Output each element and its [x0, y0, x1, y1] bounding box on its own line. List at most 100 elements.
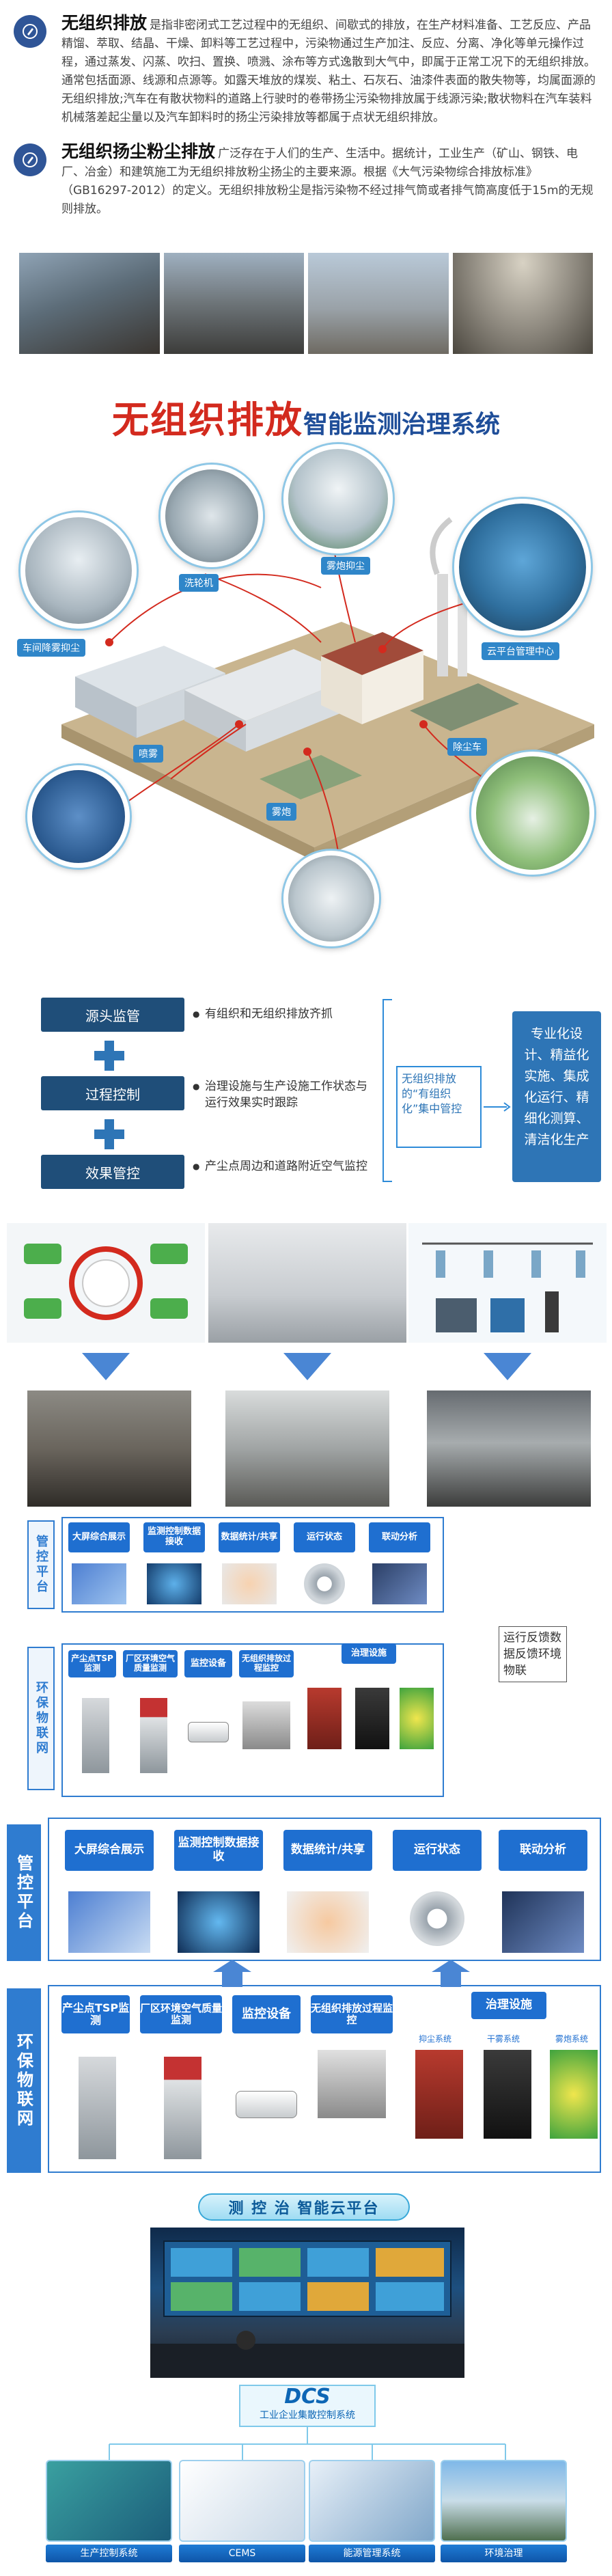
circle-control-center: [454, 499, 591, 635]
module-facility-large: 治理设施: [471, 1992, 546, 2019]
module-process-small: 无组织排放过程监控: [239, 1650, 294, 1677]
dcs-box: DCS 工业企业集散控制系统: [239, 2385, 376, 2427]
system-title-main: 无组织排放: [111, 398, 303, 441]
bullet-source: 有组织和无组织排放齐抓: [193, 1006, 376, 1022]
module-statistics-large: 数据统计/共享: [283, 1830, 372, 1953]
fog-cannon-products: [7, 1223, 205, 1343]
photo-coal-pile: [163, 253, 304, 354]
photo-stockyard: [308, 253, 449, 354]
tag-platform: 云平台管理中心: [482, 642, 559, 660]
upload-arrows: [213, 1960, 470, 1987]
air-device-thumb: [164, 2057, 201, 2159]
facility-thumb-1: [307, 1688, 342, 1749]
process-monitor-thumb: [318, 2050, 386, 2118]
step-source: 源头监管: [41, 998, 184, 1032]
side-label-control: 管控平台: [7, 1824, 41, 1961]
module-run-status-small: 运行状态: [294, 1522, 355, 1604]
pencil-badge-icon: [14, 143, 46, 176]
step-effect: 效果管控: [41, 1155, 184, 1189]
module-data-receive-small: 监测控制数据接收: [143, 1522, 205, 1604]
environment-treatment-thumb: [441, 2460, 567, 2542]
industrial-photo-strip: [19, 253, 593, 354]
system-title-sub: 智能监测治理系统: [303, 411, 500, 439]
side-label-iot: 环保物联网: [27, 1647, 55, 1790]
dcs-connector-lines: [109, 2427, 506, 2460]
caption-production: 生产控制系统: [46, 2545, 172, 2562]
platform-diagram-large: 管控平台 环保物联网 大屏综合展示 监测控制数据接收 数据统计/共享 运行状态 …: [7, 1818, 608, 2173]
air-device-thumb: [140, 1698, 167, 1773]
caption-cems: CEMS: [179, 2545, 305, 2562]
facility-thumb-2: [484, 2050, 531, 2139]
module-camera-large: 监控设备: [232, 1995, 301, 2033]
camera-icon: [188, 1722, 229, 1742]
dry-fog-machine-photo: [208, 1223, 406, 1343]
bullet-effect: 产尘点周边和道路附近空气监控: [193, 1158, 376, 1175]
plus-icon: [94, 1119, 124, 1149]
circle-fog-cannon: [283, 444, 393, 553]
tsp-device-thumb: [79, 2057, 116, 2159]
photo-dome-interior: [452, 253, 593, 354]
module-facility-small: 治理设施: [342, 1643, 396, 1664]
circle-spray-room: [27, 765, 130, 868]
tag-vehicle-fog: 车间降雾抑尘: [17, 639, 85, 657]
plus-icon: [94, 1041, 124, 1071]
application-photo-1: [27, 1390, 191, 1507]
circle-wheel-wash: [161, 465, 263, 567]
camera-icon: [236, 2091, 297, 2118]
data-thumb: [147, 1563, 201, 1604]
pencil-badge-icon: [14, 15, 46, 48]
process-monitor-thumb: [242, 1701, 290, 1749]
side-label-control: 管控平台: [27, 1520, 55, 1609]
platform-diagram-small: 管控平台 环保物联网 运行反馈数据反馈环境物联 大屏综合展示 监测控制数据接收 …: [27, 1517, 587, 1797]
arrow-down-icon: [484, 1353, 531, 1380]
energy-management-thumb: [309, 2460, 435, 2542]
analysis-thumb: [372, 1563, 427, 1604]
module-statistics-small: 数据统计/共享: [219, 1522, 280, 1604]
arrow-right-icon: [484, 1102, 511, 1112]
facility-thumb-2: [355, 1688, 389, 1749]
tag-spray1: 喷雾: [133, 745, 163, 763]
spray-system-diagram: [408, 1223, 607, 1343]
system-title: 无组织排放智能监测治理系统: [0, 389, 612, 443]
intro-paragraph-2: 无组织扬尘粉尘排放广泛存在于人们的生产、生活中。据统计，工业生产（矿山、钢铁、电…: [14, 142, 598, 219]
module-linkage-large: 联动分析: [499, 1830, 587, 1953]
facility-thumb-1: [415, 2050, 463, 2139]
module-air-small: 厂区环境空气质量监测: [123, 1650, 178, 1677]
control-flow-section: 源头监管 过程控制 效果管控 有组织和无组织排放齐抓 治理设施与生产设施工作状态…: [0, 984, 612, 1209]
share-thumb: [287, 1891, 369, 1953]
module-tsp-small: 产尘点TSP监测: [68, 1650, 116, 1677]
intro-title-2: 无组织扬尘粉尘排放: [61, 141, 216, 161]
cems-thumb: [179, 2460, 305, 2542]
dcs-subtitle: 工业企业集散控制系统: [260, 2410, 355, 2421]
application-photo-2: [225, 1390, 389, 1507]
intro-body-1: 是指非密闭式工艺过程中的无组织、间歇式的排放，在生产材料准备、工艺反应、产品精馏…: [61, 18, 596, 69]
facility-label-1: 抑尘系统: [419, 2034, 452, 2044]
caption-environment: 环境治理: [441, 2545, 567, 2562]
intro-body-2: 广泛存在于人们的生产、生活中。据统计，工业生产（矿山、钢铁、电厂、冶金）和建筑施…: [61, 147, 594, 216]
facility-thumb-3: [400, 1688, 434, 1749]
screen-thumb: [72, 1563, 126, 1604]
module-screen-large: 大屏综合展示: [65, 1830, 154, 1953]
monitoring-system-diagram: 无组织排放智能监测治理系统: [0, 369, 612, 970]
circle-cleaning-truck: [471, 752, 594, 875]
side-label-iot: 环保物联网: [7, 1988, 41, 2173]
production-control-thumb: [46, 2460, 172, 2542]
module-run-status-large: 运行状态: [393, 1830, 482, 1946]
share-thumb: [222, 1563, 277, 1604]
facility-label-2: 干雾系统: [487, 2034, 520, 2044]
caption-energy: 能源管理系统: [309, 2545, 435, 2562]
circle-fog-tower: [283, 851, 379, 946]
module-process-large: 无组织排放过程监控: [311, 1995, 393, 2033]
tag-wash: 洗轮机: [179, 574, 219, 592]
module-air-large: 厂区环境空气质量监测: [140, 1995, 222, 2033]
screen-thumb: [68, 1891, 150, 1953]
module-camera-small: 监控设备: [184, 1650, 232, 1677]
module-linkage-small: 联动分析: [369, 1522, 430, 1604]
flow-bracket: [382, 999, 392, 1182]
tag-cleaner: 除尘车: [447, 738, 487, 756]
intro-body-1b: 通常包括面源、线源和点源等。如露天堆放的煤炭、粘土、石灰石、油漆件表面的散失物等…: [61, 74, 596, 124]
tsp-device-thumb: [82, 1698, 109, 1773]
gear-icon: [304, 1563, 345, 1604]
dcs-title: DCS: [284, 2385, 331, 2409]
